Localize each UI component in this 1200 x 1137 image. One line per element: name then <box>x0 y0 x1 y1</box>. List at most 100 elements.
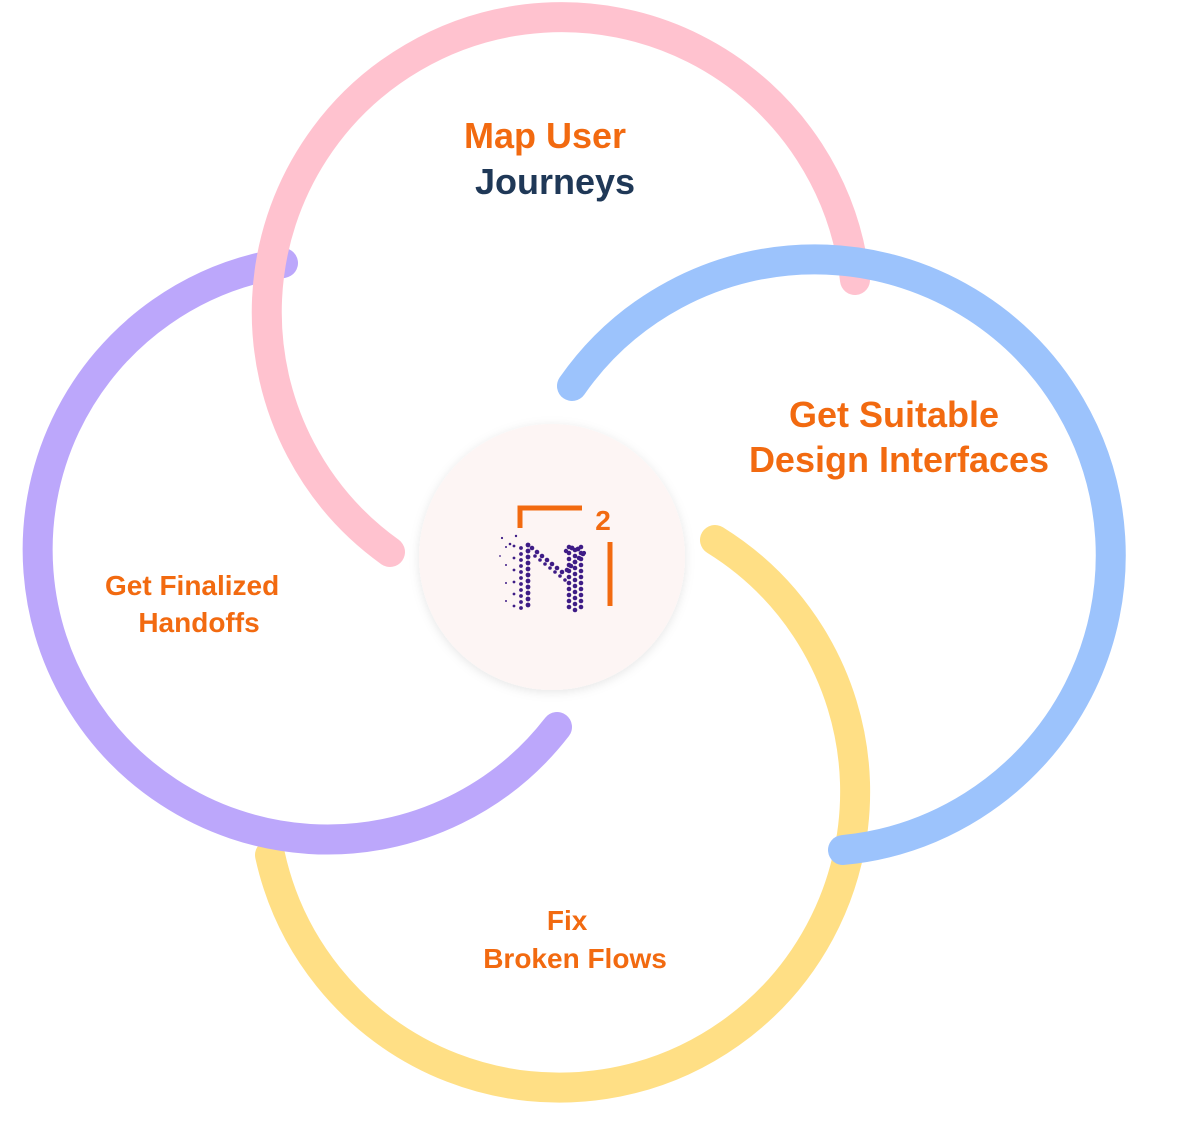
node-label-map-user-journeys: Map User Journeys <box>464 115 636 202</box>
logo-corner-bracket <box>517 505 582 528</box>
logo-dot <box>563 548 569 554</box>
logo-dot <box>529 545 535 551</box>
logo-dot <box>578 592 584 598</box>
node-label-get-finalized-handoffs: Get Finalized Handoffs <box>105 570 287 638</box>
logo-dot <box>572 607 578 613</box>
logo-dot <box>566 562 572 568</box>
ring-pink <box>251 2 870 567</box>
logo-dot <box>534 549 540 555</box>
logo-dot <box>549 561 555 567</box>
logo-dot <box>548 566 552 570</box>
logo-dot <box>500 536 504 540</box>
logo-dot <box>519 588 523 592</box>
logo-dot <box>575 546 581 552</box>
logo-dot <box>553 570 557 574</box>
ring-blue <box>557 244 1126 865</box>
node-line2: Broken Flows <box>483 943 667 974</box>
logo-dot <box>572 577 578 583</box>
node-line1: Get Suitable <box>789 394 999 435</box>
node-line2: Handoffs <box>138 607 259 638</box>
logo-dotted-m <box>499 534 587 613</box>
logo-dot <box>519 594 523 598</box>
ring-purple <box>22 248 572 855</box>
logo-dot <box>572 589 578 595</box>
logo-dot <box>525 602 531 608</box>
logo-dot <box>559 569 565 575</box>
logo-dot <box>543 562 547 566</box>
logo-dot <box>566 556 572 562</box>
m2-logo: 2 <box>499 505 613 613</box>
center-circle <box>419 424 685 690</box>
node-line1: Map User <box>464 115 626 156</box>
logo-dot <box>505 582 507 584</box>
logo-dot <box>578 598 584 604</box>
logo-dot <box>525 584 531 590</box>
logo-dot <box>519 582 523 586</box>
logo-dot <box>525 554 531 560</box>
logo-dot <box>563 578 567 582</box>
logo-dot <box>505 600 507 602</box>
logo-dot <box>525 572 531 578</box>
logo-dot <box>533 554 537 558</box>
node-line1: Get Finalized <box>105 570 279 601</box>
rings <box>22 2 1126 1103</box>
logo-dot <box>525 542 531 548</box>
logo-dot <box>566 598 572 604</box>
logo-dot <box>519 552 523 556</box>
node-line2: Design Interfaces <box>749 439 1049 480</box>
logo-dot <box>512 556 516 560</box>
logo-dot <box>566 580 572 586</box>
node-line2: Journeys <box>475 161 635 202</box>
logo-dot <box>566 586 572 592</box>
logo-dot <box>544 557 550 563</box>
node-label-fix-broken-flows: Fix Broken Flows <box>483 905 667 974</box>
logo-dot <box>512 568 516 572</box>
logo-dot <box>566 574 572 580</box>
logo-superscript: 2 <box>595 505 611 536</box>
logo-dot <box>578 556 584 562</box>
logo-dot <box>519 576 523 580</box>
logo-dot <box>525 560 531 566</box>
logo-dot <box>512 544 516 548</box>
logo-dot <box>578 562 584 568</box>
logo-dot <box>581 550 587 556</box>
logo-dot <box>505 546 507 548</box>
logo-dot <box>512 604 516 608</box>
logo-dot <box>578 604 584 610</box>
logo-dot <box>578 574 584 580</box>
logo-dot <box>554 565 560 571</box>
logo-dot <box>578 568 584 574</box>
logo-dot <box>519 600 523 604</box>
logo-dot <box>566 592 572 598</box>
logo-dot <box>525 578 531 584</box>
logo-dot <box>572 553 578 559</box>
logo-dot <box>525 596 531 602</box>
logo-dot <box>525 566 531 572</box>
logo-dot <box>572 571 578 577</box>
logo-dot <box>508 542 512 546</box>
logo-dot <box>519 606 523 610</box>
node-line1: Fix <box>547 905 588 936</box>
logo-dot <box>519 564 523 568</box>
logo-dot <box>566 604 572 610</box>
logo-dot <box>525 548 531 554</box>
logo-dot <box>505 564 507 566</box>
logo-dot <box>519 570 523 574</box>
logo-dot <box>578 550 584 556</box>
logo-dot <box>538 558 542 562</box>
logo-dot <box>539 553 545 559</box>
node-labels: Map User Journeys Get Suitable Design In… <box>105 115 1049 974</box>
logo-dot <box>499 555 501 557</box>
logo-dot <box>525 590 531 596</box>
logo-dot <box>572 601 578 607</box>
logo-dot <box>514 534 518 538</box>
logo-dot <box>572 595 578 601</box>
logo-dot <box>578 580 584 586</box>
logo-dot <box>566 568 572 574</box>
logo-dot <box>519 558 523 562</box>
logo-dot <box>512 592 516 596</box>
logo-dot <box>572 583 578 589</box>
node-label-get-suitable-design-interfaces: Get Suitable Design Interfaces <box>749 394 1049 480</box>
logo-dot <box>572 559 578 565</box>
